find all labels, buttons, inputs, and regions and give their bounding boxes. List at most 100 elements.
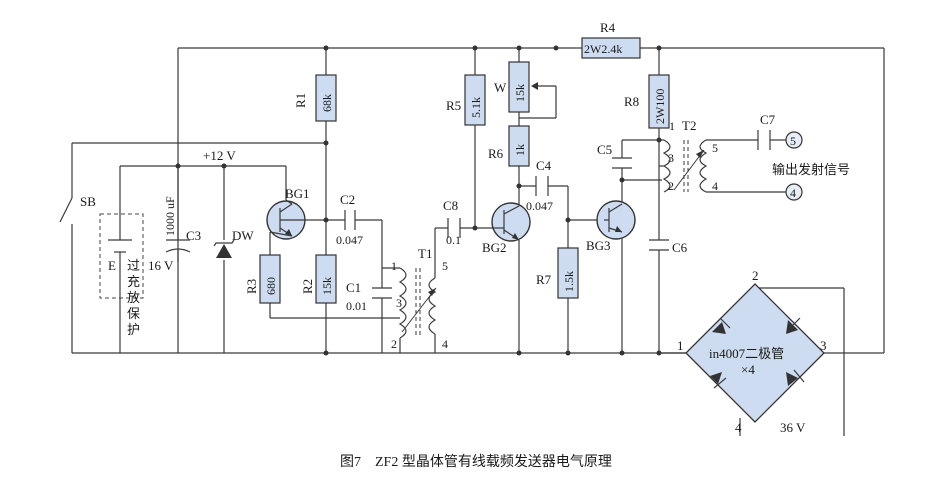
w-label: W — [494, 80, 507, 95]
bridge-text-1: in4007二极管 — [709, 346, 784, 361]
svg-text:5: 5 — [790, 134, 796, 148]
battery-note-4: 保 — [127, 306, 140, 321]
resistor-r5: 5.1k R5 — [446, 74, 486, 126]
supply-label: +12 V — [203, 148, 236, 163]
c1-value: 0.01 — [346, 299, 367, 313]
r8-value: 2W100 — [653, 89, 667, 124]
transistor-bg1: BG1 — [266, 186, 310, 240]
c3-cap: 1000 uF — [163, 196, 177, 236]
switch-sb: SB — [59, 194, 96, 223]
battery-note-2: 充 — [127, 274, 140, 289]
battery-e-label: E — [108, 258, 116, 273]
bridge-pin-3: 3 — [820, 338, 827, 353]
diode-4-icon — [786, 369, 805, 386]
r5-label: R5 — [446, 98, 461, 113]
potentiometer-w: 15k W — [494, 61, 538, 113]
dw-label: DW — [232, 228, 254, 243]
w-value: 15k — [513, 84, 527, 102]
bridge-pin-2: 2 — [752, 268, 759, 283]
resistor-r8: 2W100 R8 — [624, 74, 670, 129]
capacitor-c7: C7 — [757, 112, 776, 150]
diode-3-icon — [710, 372, 727, 389]
bridge-rectifier: in4007二极管 ×4 1 2 3 4 36 V — [659, 268, 827, 435]
battery: E 过 充 放 保 护 — [99, 213, 144, 337]
c8-label: C8 — [443, 198, 458, 213]
c1-label: C1 — [346, 280, 361, 295]
t2-pin-1: 1 — [669, 119, 675, 133]
transistor-bg2: BG2 — [482, 202, 531, 255]
resistor-r7: 1.5k R7 — [536, 247, 579, 299]
capacitor-c5: C5 — [597, 142, 632, 169]
c8-value: 0.1 — [446, 233, 461, 247]
resistor-r4: 2W2.4k R4 — [581, 20, 641, 59]
t2-pin-2: 2 — [668, 179, 674, 193]
bridge-input-label: 36 V — [780, 420, 806, 435]
capacitor-c2: C2 0.047 — [336, 192, 363, 247]
r8-label: R8 — [624, 94, 639, 109]
c7-label: C7 — [760, 112, 776, 127]
zener-dw: DW — [213, 228, 254, 258]
t2-pin-3: 3 — [668, 151, 674, 165]
c2-label: C2 — [340, 192, 355, 207]
r3-value: 680 — [264, 277, 278, 295]
resistor-r3: 680 R3 — [244, 254, 281, 304]
c6-label: C6 — [672, 240, 688, 255]
resistor-r2: 15k R2 — [300, 254, 337, 304]
battery-note-3: 放 — [127, 290, 140, 305]
r2-value: 15k — [320, 277, 334, 295]
t1-pin-5: 5 — [442, 259, 448, 273]
r1-value: 68k — [320, 94, 334, 112]
output-terminal-4: 4 — [785, 183, 803, 201]
t1-pin-4: 4 — [442, 337, 448, 351]
c3-volt: 16 V — [148, 258, 174, 273]
diode-1-icon — [712, 317, 731, 334]
c3-label: C3 — [186, 228, 201, 243]
t2-pin-5: 5 — [712, 141, 718, 155]
battery-note-1: 过 — [127, 258, 140, 273]
svg-text:4: 4 — [790, 186, 796, 200]
r5-value: 5.1k — [469, 97, 483, 118]
c5-label: C5 — [597, 142, 612, 157]
t1-pin-3: 3 — [396, 296, 402, 310]
output-label: 输出发射信号 — [772, 162, 850, 177]
capacitor-c8: C8 0.1 — [443, 198, 461, 247]
bg2-label: BG2 — [482, 240, 507, 255]
bridge-pin-4: 4 — [735, 420, 742, 435]
capacitor-c1: C1 0.01 — [346, 280, 392, 313]
r4-value: 2W2.4k — [584, 42, 622, 56]
r1-label: R1 — [293, 93, 308, 108]
output-terminal-5: 5 — [785, 131, 803, 149]
switch-label: SB — [80, 194, 96, 209]
capacitor-c4: C4 0.047 — [526, 158, 553, 213]
resistor-r1: 68k R1 — [293, 74, 337, 122]
wiring — [71, 47, 885, 436]
transformer-t2: T2 1 2 3 4 5 — [659, 118, 718, 193]
bg3-label: BG3 — [586, 238, 611, 253]
t2-label: T2 — [682, 118, 696, 133]
t2-pin-4: 4 — [712, 179, 718, 193]
figure-caption: 图7 ZF2 型晶体管有线载频发送器电气原理 — [340, 454, 612, 470]
resistor-r6: 1k R6 — [488, 125, 530, 167]
battery-note-5: 护 — [127, 322, 140, 337]
r3-label: R3 — [244, 279, 259, 294]
r4-label: R4 — [600, 20, 616, 35]
transformer-t1: T1 1 2 3 4 5 — [391, 246, 448, 351]
capacitor-c3: 1000 uF C3 16 V — [148, 196, 201, 273]
c4-value: 0.047 — [526, 199, 553, 213]
junction-dots — [175, 45, 662, 356]
r6-label: R6 — [488, 146, 504, 161]
r7-value: 1.5k — [562, 271, 576, 292]
bg1-label: BG1 — [285, 186, 310, 201]
t1-label: T1 — [418, 246, 432, 261]
bridge-pin-1: 1 — [677, 338, 684, 353]
transistor-bg3: BG3 — [586, 200, 636, 253]
r2-label: R2 — [300, 279, 315, 294]
r6-value: 1k — [513, 144, 527, 156]
t1-pin-2: 2 — [391, 337, 397, 351]
r7-label: R7 — [536, 272, 552, 287]
capacitor-c6: C6 — [649, 239, 688, 256]
c2-value: 0.047 — [336, 233, 363, 247]
bridge-text-2: ×4 — [741, 362, 755, 377]
c4-label: C4 — [536, 158, 552, 173]
